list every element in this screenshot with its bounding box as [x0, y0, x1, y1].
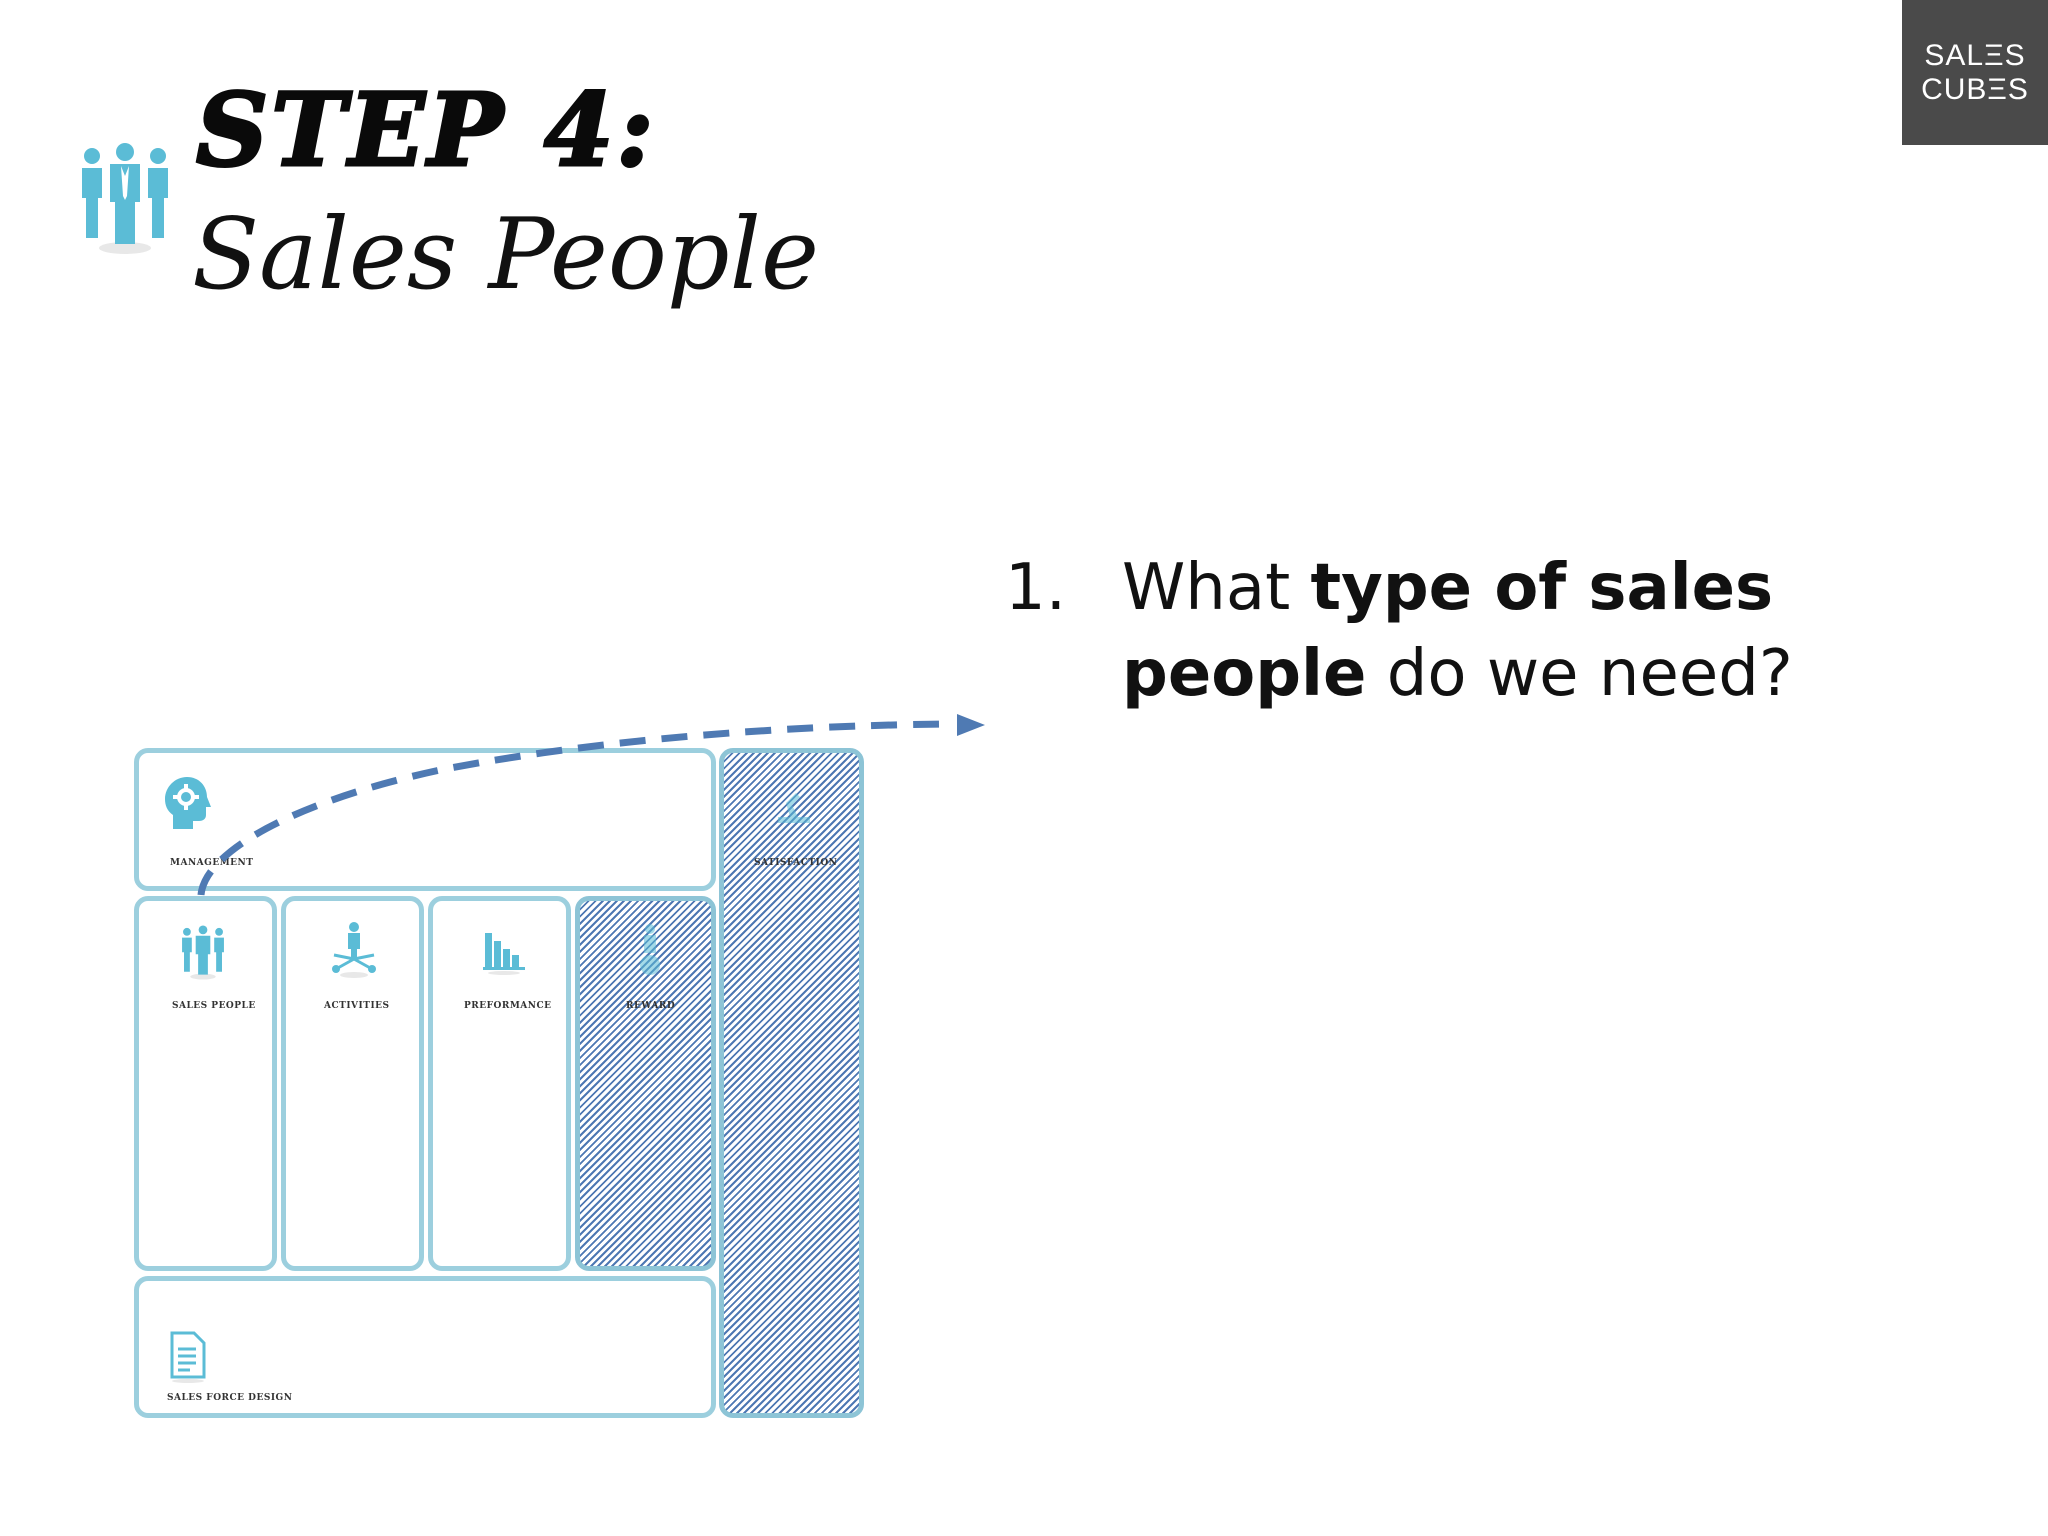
sales-cubes-logo: SALΞS CUBΞS — [1902, 0, 2048, 145]
question-bold-1: type of sales — [1310, 551, 1774, 625]
logo-line-1: SALΞS — [1924, 38, 2026, 72]
question-bold-2: people — [1122, 637, 1367, 711]
logo-line-2: CUBΞS — [1921, 72, 2029, 106]
step-title: STEP 4: — [194, 70, 657, 191]
step-subtitle: Sales People — [192, 198, 819, 312]
question-pre: What — [1122, 551, 1311, 625]
sales-people-icon — [82, 143, 168, 254]
question-number: 1. — [1005, 551, 1067, 625]
question-post: do we need? — [1366, 637, 1793, 711]
question-text: What type of sales people do we need? — [1122, 545, 1822, 717]
